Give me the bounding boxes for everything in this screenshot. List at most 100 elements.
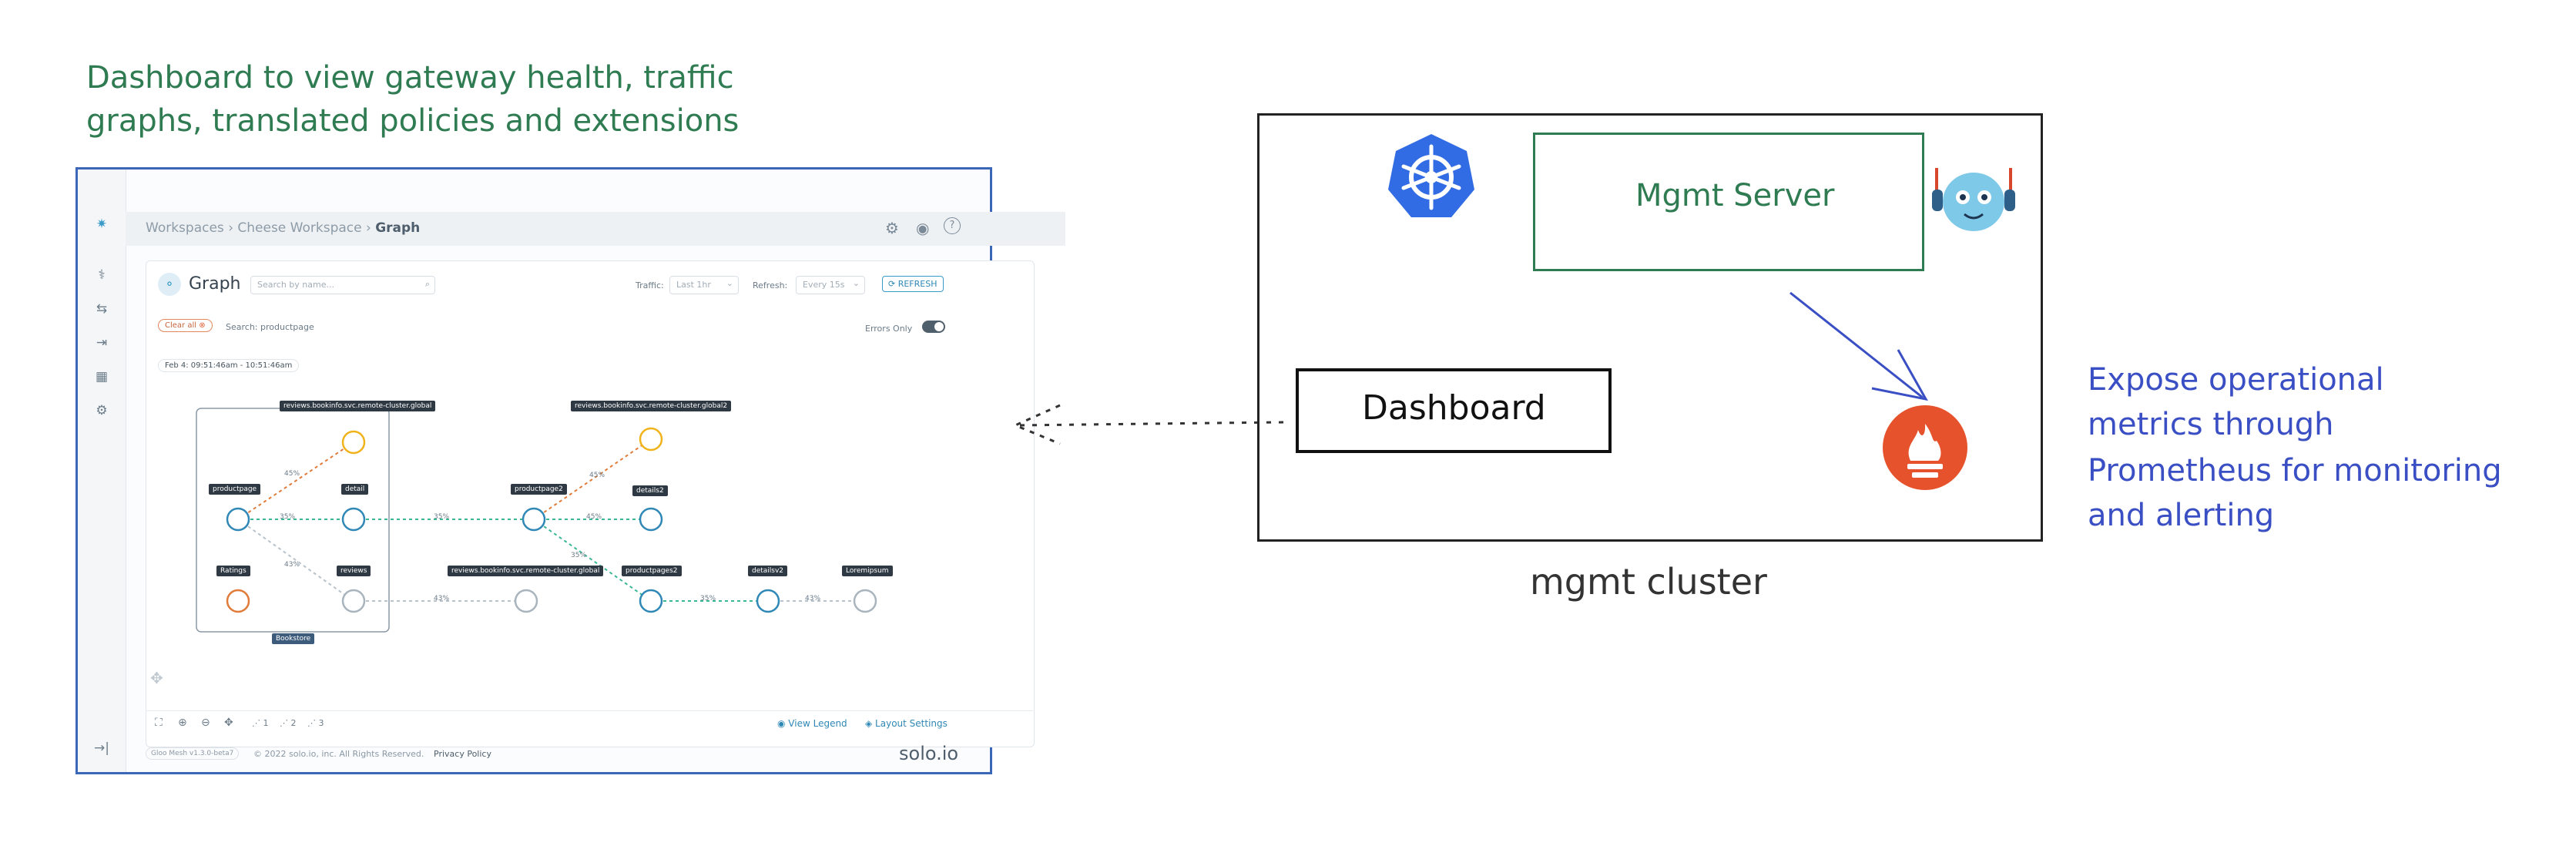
extensions-icon[interactable]: ⚙ <box>96 403 108 418</box>
zoom-out-icon[interactable]: ⊖ <box>201 717 210 729</box>
kubernetes-icon <box>1388 134 1474 217</box>
graph-layout-1[interactable]: ⋰ 1 <box>252 718 269 728</box>
label-reviews-global-1: reviews.bookinfo.svc.remote-cluster.glob… <box>280 401 436 411</box>
node-reviews <box>341 589 366 613</box>
version-badge: Gloo Mesh v1.3.0-beta7 <box>146 747 240 760</box>
label-bookstore: Bookstore <box>272 633 315 644</box>
health-icon[interactable]: ⚕ <box>98 267 106 283</box>
page-title: Graph <box>189 274 241 294</box>
policies-icon[interactable]: ▦ <box>95 369 109 384</box>
gateway-icon[interactable]: ⇥ <box>96 335 108 351</box>
traffic-icon[interactable]: ⇆ <box>96 301 108 317</box>
prometheus-caption-line4: and alerting <box>2088 498 2275 533</box>
errors-only-toggle[interactable] <box>922 321 945 333</box>
graph-layout-2[interactable]: ⋰ 2 <box>280 718 297 728</box>
chevron-right-icon: › <box>228 220 238 236</box>
close-icon: ⊗ <box>199 321 206 330</box>
label-reviews-global-3: reviews.bookinfo.svc.remote-cluster.glob… <box>448 566 604 576</box>
clear-all-chip[interactable]: Clear all ⊗ <box>158 319 213 332</box>
zoom-in-icon[interactable]: ⊕ <box>178 717 187 729</box>
move-icon[interactable]: ✥ <box>224 717 233 729</box>
traffic-select[interactable]: Last 1hr⌄ <box>669 276 739 294</box>
breadcrumb: Workspaces › Cheese Workspace › Graph <box>146 220 420 236</box>
mgmt-server-box: Mgmt Server <box>1533 133 1924 271</box>
node-loremipsum <box>853 589 877 613</box>
label-productpages2: productpages2 <box>622 566 682 576</box>
collapse-icon[interactable]: →| <box>94 740 109 756</box>
breadcrumb-cheese-workspace[interactable]: Cheese Workspace <box>237 220 362 236</box>
prometheus-caption-line3: Prometheus for monitoring <box>2088 453 2502 488</box>
dashboard-caption-line2: graphs, translated policies and extensio… <box>86 103 740 139</box>
service-graph <box>196 408 877 633</box>
mgmt-server-label: Mgmt Server <box>1635 178 1835 213</box>
pan-icon[interactable]: ✥ <box>150 669 163 687</box>
breadcrumb-workspaces[interactable]: Workspaces <box>146 220 224 236</box>
label-details2: details2 <box>632 485 668 496</box>
logo-icon: ✷ <box>96 217 108 232</box>
node-productpages2 <box>639 589 663 613</box>
breadcrumb-graph: Graph <box>375 220 421 236</box>
node-ratings <box>226 589 250 613</box>
edge-label: 43% <box>284 561 300 569</box>
search-filter: Search: productpage <box>226 322 314 332</box>
refresh-icon: ⟳ <box>888 279 898 289</box>
view-legend-link[interactable]: ◉ View Legend <box>777 718 847 729</box>
label-productpage2: productpage2 <box>511 484 567 495</box>
graph-header-icon: ⚬ <box>158 273 181 296</box>
label-productpage: productpage <box>209 484 261 495</box>
fullscreen-icon[interactable]: ⛶ <box>155 717 163 729</box>
edge-label: 35% <box>280 513 296 521</box>
label-loremipsum: Loremipsum <box>842 566 893 576</box>
help-icon[interactable]: ? <box>944 217 961 234</box>
layout-settings-link[interactable]: ◈ Layout Settings <box>865 718 948 729</box>
chevron-down-icon: ⌄ <box>726 278 733 288</box>
refresh-label: Refresh: <box>753 280 788 290</box>
copyright: © 2022 solo.io, inc. All Rights Reserved… <box>253 749 424 759</box>
layers-icon: ◈ <box>865 718 876 729</box>
label-detail: detail <box>341 484 369 495</box>
edge-label: 35% <box>700 595 716 603</box>
label-detailsv2: detailsv2 <box>748 566 788 576</box>
cluster-label: mgmt cluster <box>1530 561 1767 603</box>
toolbar <box>146 710 1033 737</box>
graph-layout-3[interactable]: ⋰ 3 <box>307 718 324 728</box>
prometheus-icon <box>1883 405 1967 490</box>
edge-label: 43% <box>805 595 821 603</box>
node-gateway-1 <box>341 430 366 455</box>
node-productpage <box>226 507 250 532</box>
edge-label: 35% <box>571 552 587 559</box>
node-gateway-2 <box>639 427 663 452</box>
refresh-button[interactable]: ⟳ REFRESH <box>882 276 944 292</box>
search-input[interactable]: Search by name...⌕ <box>250 276 435 294</box>
node-productpage2 <box>522 507 546 532</box>
privacy-link[interactable]: Privacy Policy <box>434 749 491 759</box>
chevron-down-icon: ⌄ <box>852 278 860 288</box>
dashboard-label: Dashboard <box>1362 388 1546 428</box>
node-detailsv2 <box>756 589 780 613</box>
edge <box>533 438 652 520</box>
edge-label: 45% <box>284 470 300 478</box>
edge <box>533 519 652 602</box>
time-range: Feb 4: 09:51:46am - 10:51:46am <box>158 359 300 372</box>
label-reviews: reviews <box>337 566 371 576</box>
prometheus-caption-line1: Expose operational <box>2088 362 2384 398</box>
edge-label: 45% <box>586 513 602 521</box>
settings-icon[interactable]: ⚙ <box>885 219 899 237</box>
errors-only-label: Errors Only <box>865 324 913 334</box>
label-reviews-global-2: reviews.bookinfo.svc.remote-cluster.glob… <box>571 401 732 411</box>
topbar <box>126 212 1065 246</box>
graph-panel <box>146 260 1035 747</box>
edge <box>237 441 354 520</box>
edge-label: 35% <box>434 513 450 521</box>
user-icon[interactable]: ◉ <box>916 219 930 237</box>
edge-label: 45% <box>589 472 605 479</box>
mgmt-cluster-box <box>1257 113 2043 542</box>
traffic-label: Traffic: <box>636 280 664 290</box>
refresh-select[interactable]: Every 15s⌄ <box>796 276 865 294</box>
search-icon: ⌕ <box>424 279 430 289</box>
mascot-icon <box>1932 168 2015 231</box>
eye-icon: ◉ <box>777 718 789 729</box>
chevron-right-icon: › <box>366 220 376 236</box>
dashboard-caption-line1: Dashboard to view gateway health, traffi… <box>86 60 734 96</box>
dashboard-box: Dashboard <box>1296 368 1612 453</box>
